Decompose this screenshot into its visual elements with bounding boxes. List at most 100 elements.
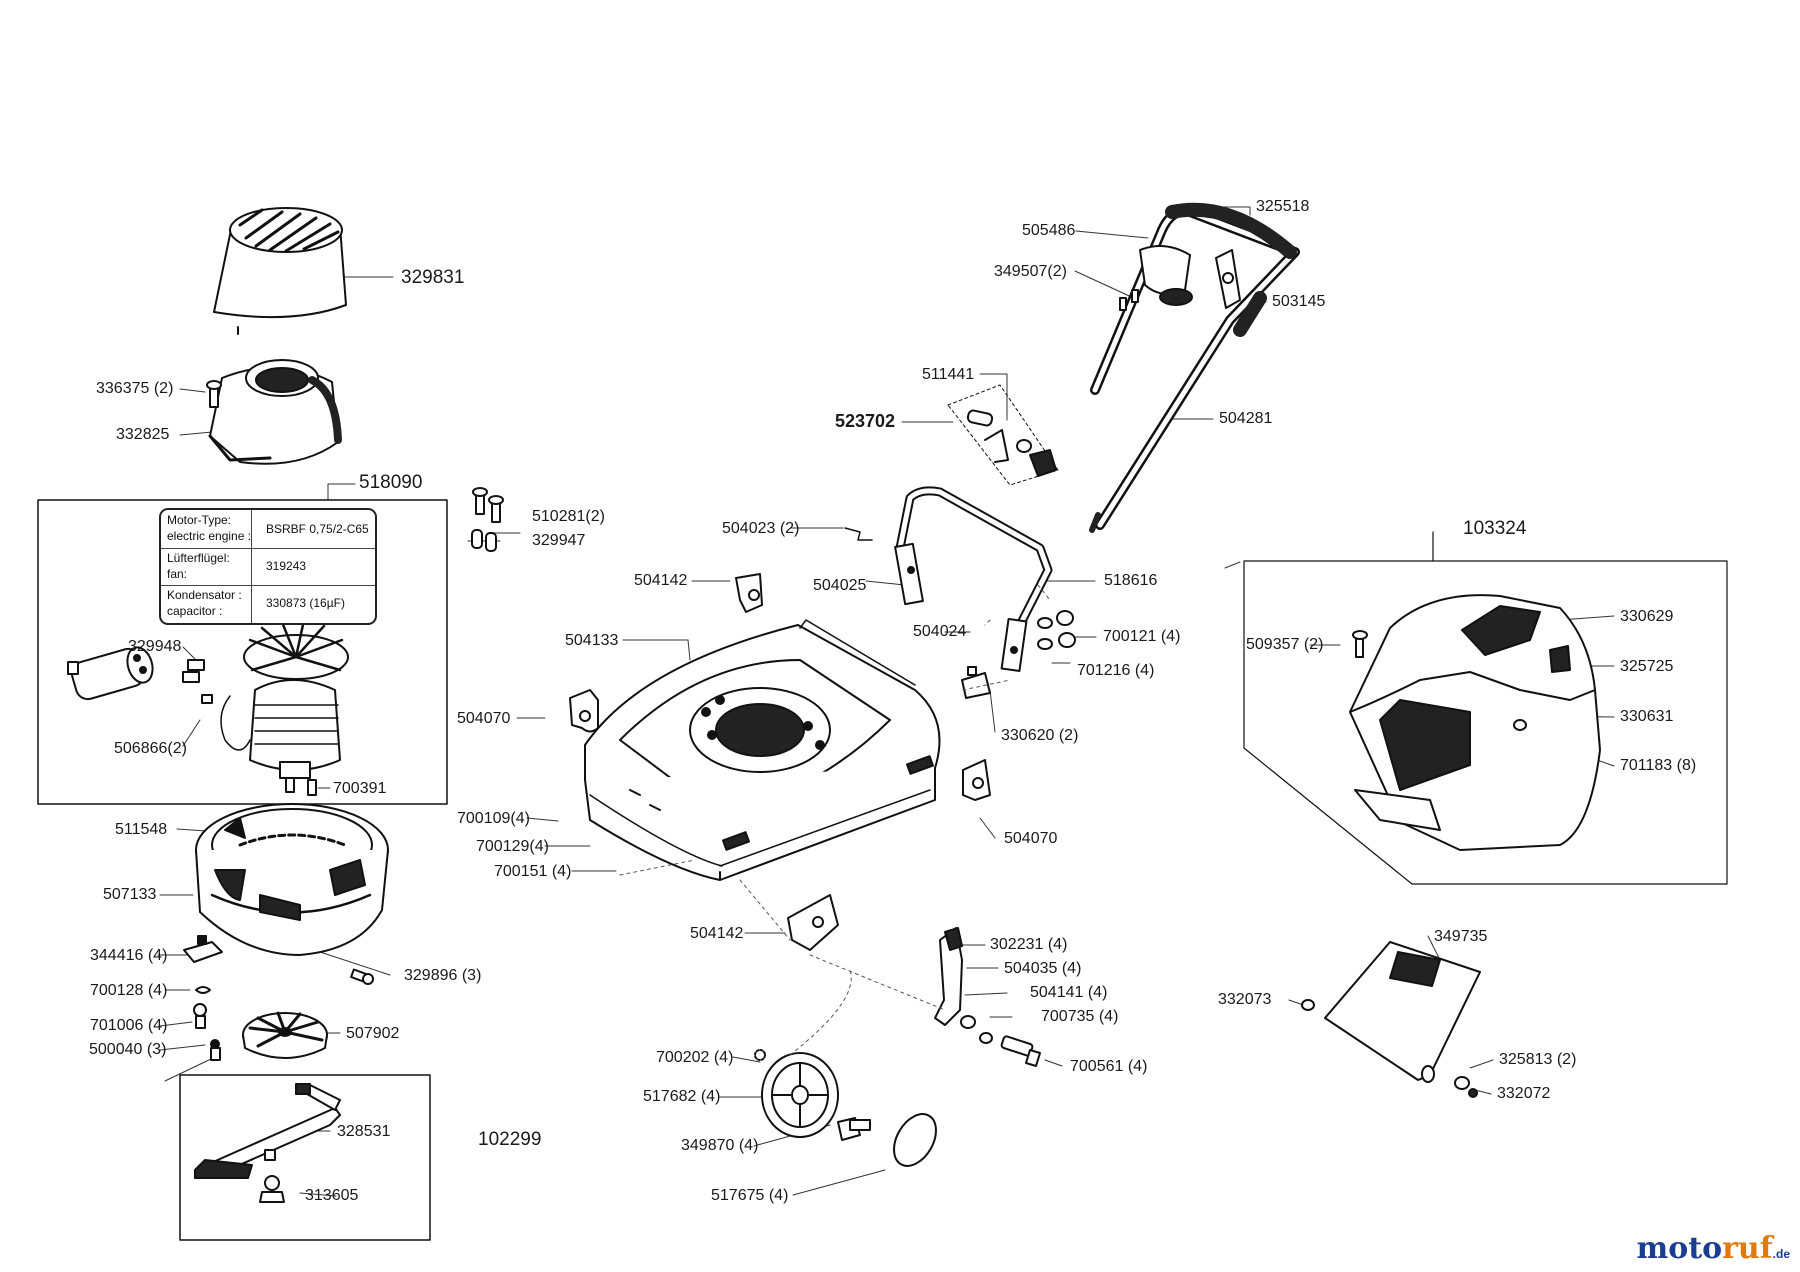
handle-nuts [961, 610, 1076, 699]
wheel-drawing [754, 1049, 937, 1167]
callout-507902: 507902 [346, 1025, 400, 1042]
callout-102299: 102299 [478, 1129, 542, 1150]
callout-329896: 329896 (3) [404, 967, 482, 984]
brackets [569, 573, 991, 951]
callout-700129: 700129(4) [476, 838, 549, 855]
callout-700128: 700128 (4) [90, 982, 168, 999]
callout-504141: 504141 (4) [1030, 984, 1108, 1001]
callout-504070-right: 504070 [1004, 830, 1058, 847]
callout-504070-left: 504070 [457, 710, 511, 727]
motor-drawing [67, 618, 349, 796]
callout-523702: 523702 [835, 411, 896, 431]
fan-drawing [242, 1011, 328, 1059]
callout-329831: 329831 [401, 267, 465, 288]
upper-handle-drawing [1089, 202, 1300, 533]
leader-lines [157, 206, 1615, 1197]
callout-103324: 103324 [1463, 518, 1527, 539]
callout-313605: 313605 [305, 1187, 359, 1204]
callout-504025: 504025 [813, 577, 867, 594]
callout-325813: 325813 (2) [1499, 1051, 1577, 1068]
lower-handle-drawing [844, 486, 1053, 673]
callout-332073: 332073 [1218, 991, 1272, 1008]
logo-text-ruf: ruf [1722, 1231, 1773, 1266]
motor-cover-drawing [206, 359, 342, 465]
callout-700391: 700391 [333, 780, 387, 797]
callout-518090: 518090 [359, 472, 423, 493]
callout-700735: 700735 (4) [1041, 1008, 1119, 1025]
callout-302231: 302231 (4) [990, 936, 1068, 953]
bolts-510281 [471, 487, 504, 552]
callout-504281: 504281 [1219, 410, 1273, 427]
motor-hood-drawing [213, 207, 347, 335]
callout-506866: 506866(2) [114, 740, 187, 757]
callout-510281: 510281(2) [532, 508, 605, 525]
motor-group-frame [37, 499, 448, 805]
spec-key-lufterflugel: Lüfterflügel: [167, 551, 230, 565]
callout-349870: 349870 (4) [681, 1137, 759, 1154]
spec-key-motor-type: Motor-Type: [167, 513, 232, 527]
blade-group-frame [179, 1074, 431, 1241]
logo-tld: .de [1772, 1247, 1790, 1261]
spec-value-fan: 319243 [266, 559, 307, 573]
callout-332072: 332072 [1497, 1085, 1551, 1102]
callout-349507: 349507(2) [994, 263, 1067, 280]
callout-330620: 330620 (2) [1001, 727, 1079, 744]
callout-336375: 336375 (2) [96, 380, 174, 397]
spec-key-capacitor: capacitor : [167, 604, 223, 618]
small-parts-left [183, 935, 374, 1061]
height-adjuster-drawing [934, 927, 1041, 1067]
callout-349735: 349735 [1434, 928, 1488, 945]
callout-511441: 511441 [922, 366, 975, 383]
callout-701216: 701216 (4) [1077, 662, 1155, 679]
callout-329947: 329947 [532, 532, 586, 549]
blade-drawing [194, 1083, 341, 1203]
callout-329948: 329948 [128, 638, 182, 655]
callout-504024: 504024 [913, 623, 967, 640]
callout-504142-lower: 504142 [690, 925, 744, 942]
callout-325518: 325518 [1256, 198, 1310, 215]
spec-key-kondensator: Kondensator : [167, 588, 242, 602]
callout-325725: 325725 [1620, 658, 1674, 675]
callout-700202: 700202 (4) [656, 1049, 734, 1066]
callout-504142-upper: 504142 [634, 572, 688, 589]
spec-key-fan: fan: [167, 567, 188, 581]
motor-spec-table: Motor-Type: electric engine : BSRBF 0,75… [159, 508, 377, 625]
callout-517682: 517682 (4) [643, 1088, 721, 1105]
table-divider [251, 510, 252, 623]
spec-value-motor: BSRBF 0,75/2-C65 [266, 522, 369, 536]
callout-504023: 504023 (2) [722, 520, 800, 537]
callout-500040: 500040 (3) [89, 1041, 167, 1058]
callout-503145: 503145 [1272, 293, 1326, 310]
callout-700109: 700109(4) [457, 810, 530, 827]
callout-332825: 332825 [116, 426, 170, 443]
callout-700121: 700121 (4) [1103, 628, 1181, 645]
callout-518616: 518616 [1104, 572, 1158, 589]
callout-701006: 701006 (4) [90, 1017, 168, 1034]
callout-509357: 509357 (2) [1246, 636, 1324, 653]
callout-507133: 507133 [103, 886, 157, 903]
callout-511548: 511548 [115, 821, 168, 838]
logo-text-moto: moto [1636, 1231, 1723, 1266]
callout-328531: 328531 [337, 1123, 391, 1140]
callout-330629: 330629 [1620, 608, 1674, 625]
callout-504035: 504035 (4) [1004, 960, 1082, 977]
grass-box-frame [1243, 560, 1728, 885]
callout-701183: 701183 (8) [1620, 757, 1697, 774]
callout-700561: 700561 (4) [1070, 1058, 1148, 1075]
spec-row-fan: Lüfterflügel: fan: 319243 [161, 548, 375, 586]
cable-clip-group [947, 384, 1059, 486]
spec-key-electric-engine: electric engine : [167, 529, 252, 543]
spec-value-capacitor: 330873 (16µF) [266, 596, 345, 610]
grass-box-drawing [1349, 594, 1601, 851]
deck-drawing [584, 619, 941, 881]
spec-row-motor: Motor-Type: electric engine : BSRBF 0,75… [161, 510, 375, 549]
callout-504133: 504133 [565, 632, 619, 649]
callout-505486: 505486 [1022, 222, 1076, 239]
callout-700151: 700151 (4) [494, 863, 572, 880]
motoruf-logo: motoruf.de [1637, 1231, 1791, 1266]
rear-flap-drawing [1301, 941, 1481, 1098]
callout-344416: 344416 (4) [90, 947, 168, 964]
spec-row-capacitor: Kondensator : capacitor : 330873 (16µF) [161, 585, 375, 623]
